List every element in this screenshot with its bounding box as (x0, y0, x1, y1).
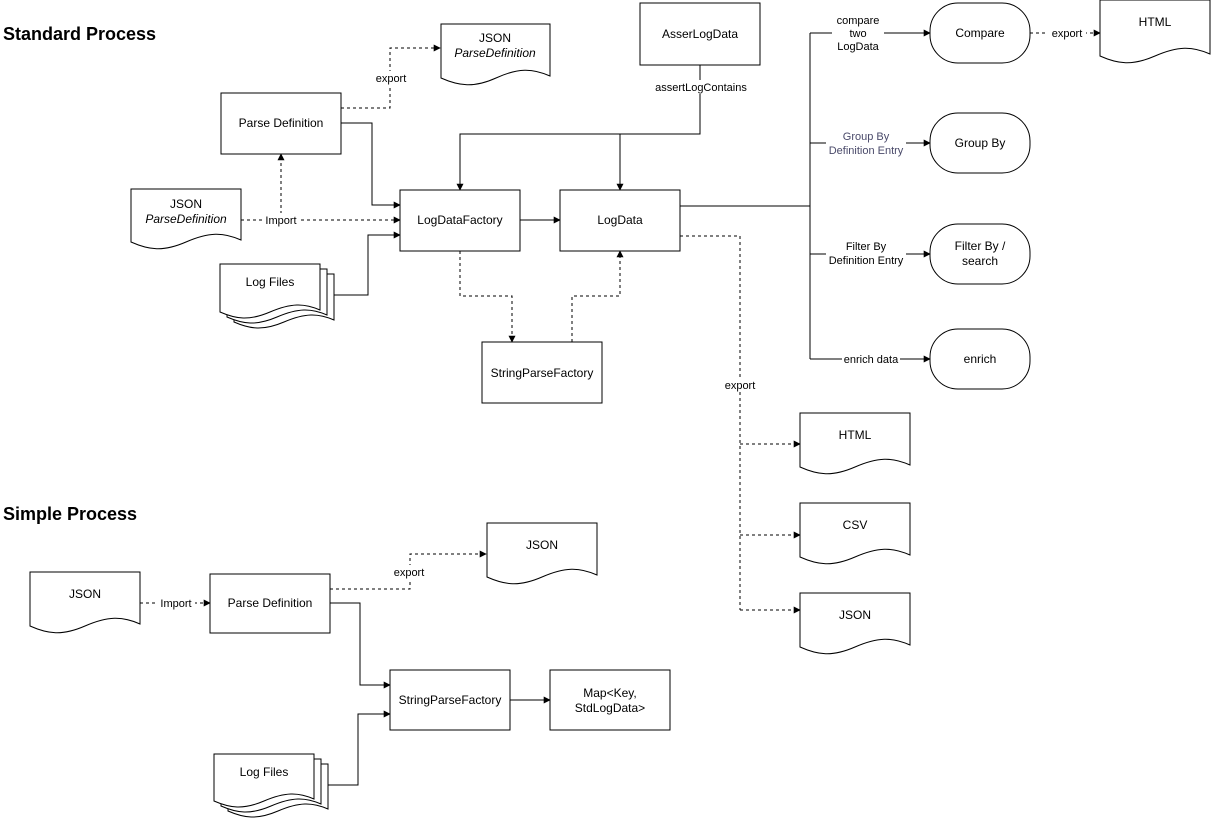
edge-logdatafactory-to-stringparsefactory (459, 251, 516, 343)
simple-process-title: Simple Process (3, 504, 137, 524)
json-export-node[interactable]: JSON (799, 592, 911, 655)
enrich-node[interactable]: enrich (929, 328, 1031, 390)
logdatafactory-label: LogDataFactory (417, 213, 502, 227)
export-label-logdata: export (725, 380, 756, 392)
group-by-entry-line1: Group By (843, 131, 890, 143)
filter-by-entry-line1: Filter By (846, 241, 887, 253)
csv-export-label: CSV (843, 518, 868, 532)
html-export-label: HTML (839, 428, 872, 442)
filter-by-line2: search (962, 254, 998, 268)
stringparsefactory-node[interactable]: StringParseFactory (481, 341, 603, 404)
filter-by-entry-line2: Definition Entry (829, 255, 904, 267)
simple-parse-definition-label: Parse Definition (228, 596, 313, 610)
json-export-line1: JSON (479, 31, 511, 45)
group-by-label: Group By (955, 136, 1006, 150)
import-label-simple: Import (160, 598, 191, 610)
html-export-node[interactable]: HTML (799, 412, 911, 475)
export-label-simple: export (394, 567, 425, 579)
simple-log-files-node[interactable]: Log Files (213, 753, 329, 818)
edge-logdata-export-trunk (680, 235, 741, 610)
simple-json-input-label: JSON (69, 587, 101, 601)
enrich-label: enrich (964, 352, 997, 366)
asserlogdata-node[interactable]: AsserLogData (639, 2, 761, 66)
json-export-label: JSON (839, 608, 871, 622)
json-parsedefinition-export-node[interactable]: JSON ParseDefinition (440, 23, 551, 86)
logdata-node[interactable]: LogData (559, 189, 681, 252)
assert-log-contains-label: assertLogContains (655, 82, 747, 94)
enrich-data-label: enrich data (844, 354, 899, 366)
logdatafactory-node[interactable]: LogDataFactory (399, 189, 521, 252)
log-files-label: Log Files (246, 275, 295, 289)
map-output-line2: StdLogData> (575, 701, 645, 715)
stringparsefactory-label: StringParseFactory (491, 366, 594, 380)
compare-two-line2: two (849, 28, 866, 40)
json-input-line1: JSON (170, 197, 202, 211)
edge-parse-definition-to-logdatafactory (341, 122, 401, 209)
html-compare-label: HTML (1139, 15, 1172, 29)
export-label-compare: export (1052, 28, 1083, 40)
json-export-line2: ParseDefinition (454, 46, 536, 60)
group-by-entry-line2: Definition Entry (829, 145, 904, 157)
asserlogdata-label: AsserLogData (662, 27, 738, 41)
standard-process-title: Standard Process (3, 24, 156, 44)
compare-label: Compare (955, 26, 1005, 40)
group-by-node[interactable]: Group By (929, 112, 1031, 174)
filter-by-line1: Filter By / (955, 239, 1006, 253)
simple-stringparsefactory-label: StringParseFactory (399, 693, 502, 707)
simple-json-export-node[interactable]: JSON (486, 522, 598, 585)
simple-json-export-label: JSON (526, 538, 558, 552)
import-label-standard: Import (265, 215, 296, 227)
logdata-label: LogData (597, 213, 643, 227)
csv-export-node[interactable]: CSV (799, 502, 911, 565)
log-files-node[interactable]: Log Files (219, 263, 335, 329)
simple-json-input-node[interactable]: JSON (29, 571, 141, 634)
simple-stringparsefactory-node[interactable]: StringParseFactory (389, 669, 511, 731)
json-input-line2: ParseDefinition (145, 212, 227, 226)
edge-asserlogdata-to-logdatafactory (456, 65, 701, 191)
json-parsedefinition-input-node[interactable]: JSON ParseDefinition (130, 188, 242, 250)
map-output-node[interactable]: Map<Key, StdLogData> (549, 669, 671, 731)
simple-log-files-label: Log Files (240, 765, 289, 779)
compare-two-line3: LogData (837, 41, 879, 53)
compare-node[interactable]: Compare (929, 2, 1031, 64)
edge-logfiles-to-logdatafactory (334, 231, 401, 296)
map-output-line1: Map<Key, (583, 686, 636, 700)
edge-stringparsefactory-to-logdata (571, 250, 624, 342)
html-compare-export-node[interactable]: HTML (1099, 0, 1211, 64)
compare-two-line1: compare (837, 15, 880, 27)
export-label-parse-definition: export (376, 73, 407, 85)
parse-definition-label: Parse Definition (239, 116, 324, 130)
edge-simple-parse-definition-to-stringparsefactory (330, 602, 391, 689)
filter-by-node[interactable]: Filter By / search (929, 223, 1031, 285)
parse-definition-node[interactable]: Parse Definition (220, 92, 342, 155)
simple-parse-definition-node[interactable]: Parse Definition (209, 573, 331, 634)
edge-simple-logfiles-to-stringparsefactory (328, 710, 391, 786)
